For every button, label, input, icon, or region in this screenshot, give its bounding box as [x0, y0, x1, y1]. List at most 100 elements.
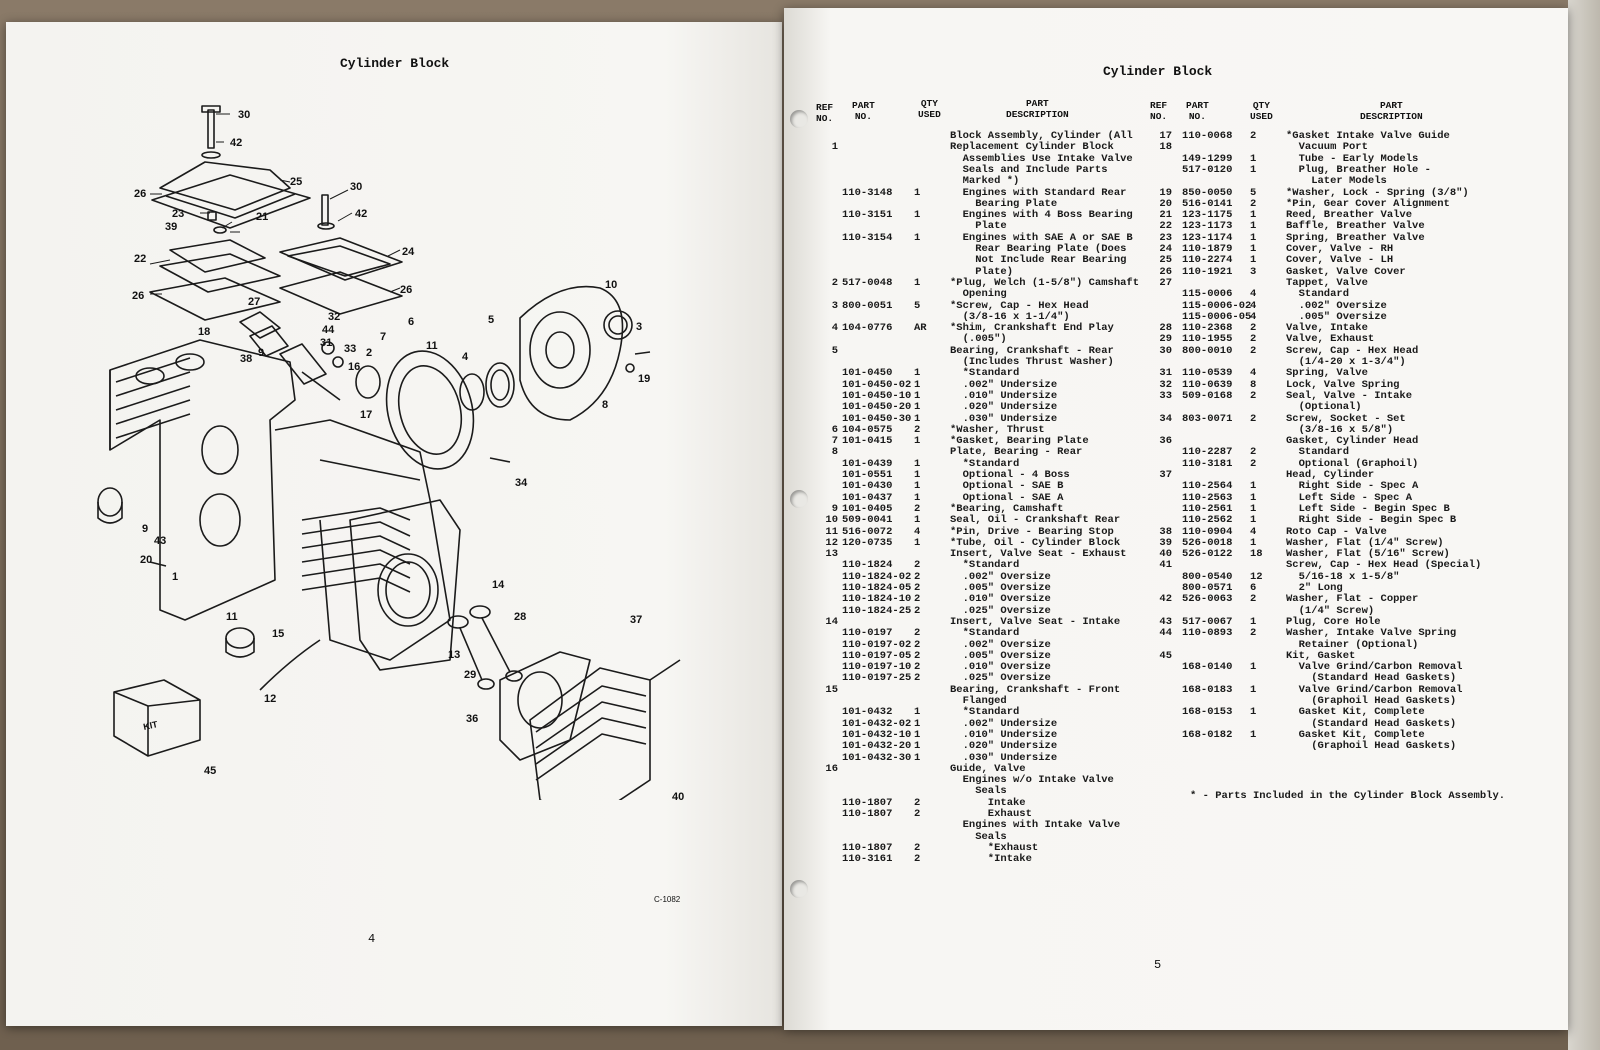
qty-used: 2 — [1250, 197, 1257, 210]
part-description: .005" Oversize — [1286, 310, 1387, 323]
part-no: 800-0571 — [1182, 582, 1233, 594]
part-no: 110-1807 — [842, 841, 893, 854]
part-no: 101-0432-10 — [842, 728, 912, 741]
callout-3: 3 — [636, 321, 642, 333]
part-no: 110-0197-10 — [842, 661, 912, 674]
callout-38: 38 — [240, 353, 252, 365]
part-description: *Gasket, Bearing Plate — [950, 435, 1089, 448]
part-description: Guide, Valve — [950, 762, 1026, 775]
part-no: 110-2274 — [1182, 254, 1233, 267]
part-description: *Standard — [950, 457, 1020, 470]
part-no: 517-0120 — [1182, 163, 1233, 176]
callout-29: 29 — [464, 669, 476, 681]
ref-no: 2 — [831, 276, 838, 289]
qty-used: 1 — [1250, 152, 1257, 165]
ref-no: 9 — [831, 502, 838, 515]
part-no: 120-0735 — [842, 536, 893, 549]
callout-30: 30 — [238, 109, 250, 121]
part-description: Seals — [950, 830, 1007, 843]
callout-33: 33 — [344, 343, 356, 355]
qty-used: 1 — [914, 412, 921, 425]
part-description: Kit, Gasket — [1286, 649, 1356, 662]
part-no: 110-0197-05 — [842, 649, 912, 662]
callout-43: 43 — [154, 535, 166, 547]
ref-no: 25 — [1159, 254, 1172, 267]
qty-used: 1 — [1250, 163, 1257, 176]
part-description: Gasket Kit, Complete — [1286, 728, 1425, 741]
callout-10: 10 — [605, 279, 617, 291]
ref-no: 6 — [831, 423, 838, 436]
exploded-view-diagram: 30 42 25 26 23 39 21 30 42 24 22 26 26 2… — [97, 105, 684, 800]
part-no: 800-0051 — [842, 299, 893, 312]
ref-no: 5 — [831, 344, 838, 357]
callout-45: 45 — [204, 765, 216, 777]
part-no: 123-1175 — [1182, 209, 1233, 222]
qty-used: 8 — [1250, 378, 1257, 391]
qty-used: 1 — [1250, 683, 1257, 696]
part-description: Intake — [950, 796, 1026, 809]
qty-used: 1 — [1250, 254, 1257, 267]
part-description: Engines with SAE A or SAE B — [950, 231, 1133, 244]
part-no: 110-1879 — [1182, 243, 1233, 255]
qty-used: 2 — [914, 808, 921, 820]
qty-used: 18 — [1250, 548, 1263, 561]
part-description: Plate — [950, 220, 1007, 233]
part-description: Roto Cap - Valve — [1286, 525, 1387, 538]
qty-used: 4 — [1250, 299, 1257, 312]
part-no: 168-0182 — [1182, 728, 1233, 741]
qty-used: 2 — [1250, 344, 1257, 357]
part-no: 168-0153 — [1182, 706, 1233, 719]
part-description: Screw, Socket - Set — [1286, 412, 1406, 425]
part-description: Tappet, Valve — [1286, 276, 1368, 289]
part-no: 517-0048 — [842, 276, 893, 289]
part-description: Optional - SAE A — [950, 491, 1064, 504]
ref-no: 12 — [825, 536, 838, 549]
part-description: Marked *) — [950, 175, 1020, 188]
qty-used: 1 — [914, 717, 921, 730]
part-no: 110-2562 — [1182, 514, 1233, 527]
callout-12: 12 — [264, 693, 276, 705]
part-no: 123-1173 — [1182, 220, 1233, 233]
part-no: 110-1824-02 — [842, 570, 912, 583]
ref-no: 39 — [1159, 536, 1172, 549]
callout-26c: 26 — [400, 284, 412, 296]
ref-no: 16 — [825, 762, 838, 775]
qty-used: 1 — [914, 514, 921, 527]
header-qty-used-2: QTY USED — [1250, 100, 1273, 122]
callout-21: 21 — [256, 211, 268, 223]
part-no: 104-0575 — [842, 423, 893, 436]
part-description: Optional (Graphoil) — [1286, 457, 1419, 470]
part-no: 101-0450-20 — [842, 401, 912, 414]
qty-used: 1 — [1250, 514, 1257, 527]
part-description: Right Side - Spec A — [1286, 480, 1419, 493]
part-description: Not Include Rear Bearing — [950, 254, 1127, 267]
part-no: 101-0415 — [842, 435, 893, 448]
part-description: Engines w/o Intake Valve — [950, 774, 1114, 787]
part-description: *Plug, Welch (1-5/8") Camshaft — [950, 276, 1140, 289]
part-description: 2" Long — [1286, 582, 1343, 594]
part-description: Block Assembly, Cylinder (All — [950, 130, 1133, 142]
qty-used: 1 — [1250, 491, 1257, 504]
part-no: 101-0439 — [842, 457, 893, 470]
part-description: Valve Grind/Carbon Removal — [1286, 661, 1463, 674]
part-description: Tube - Early Models — [1286, 152, 1419, 165]
ref-no: 31 — [1159, 367, 1172, 380]
callout-18: 18 — [198, 326, 210, 338]
qty-used: 1 — [1250, 480, 1257, 493]
part-no: 110-2563 — [1182, 491, 1233, 504]
part-no: 101-0432-30 — [842, 751, 912, 764]
qty-used: 2 — [914, 661, 921, 674]
qty-used: 1 — [1250, 615, 1257, 628]
qty-used: 1 — [914, 276, 921, 289]
part-no: 509-0168 — [1182, 389, 1233, 402]
ref-no: 36 — [1159, 435, 1172, 448]
binder-hole-bottom — [790, 880, 808, 898]
part-description: (Graphoil Head Gaskets) — [1286, 740, 1457, 753]
part-description: (Standard Head Gaskets) — [1286, 672, 1457, 685]
callout-22: 22 — [134, 253, 146, 265]
part-description: Baffle, Breather Valve — [1286, 220, 1425, 233]
part-description: Head, Cylinder — [1286, 469, 1375, 481]
part-no: 517-0067 — [1182, 615, 1233, 628]
part-no: 110-0639 — [1182, 378, 1233, 391]
part-no: 110-0197 — [842, 627, 893, 640]
